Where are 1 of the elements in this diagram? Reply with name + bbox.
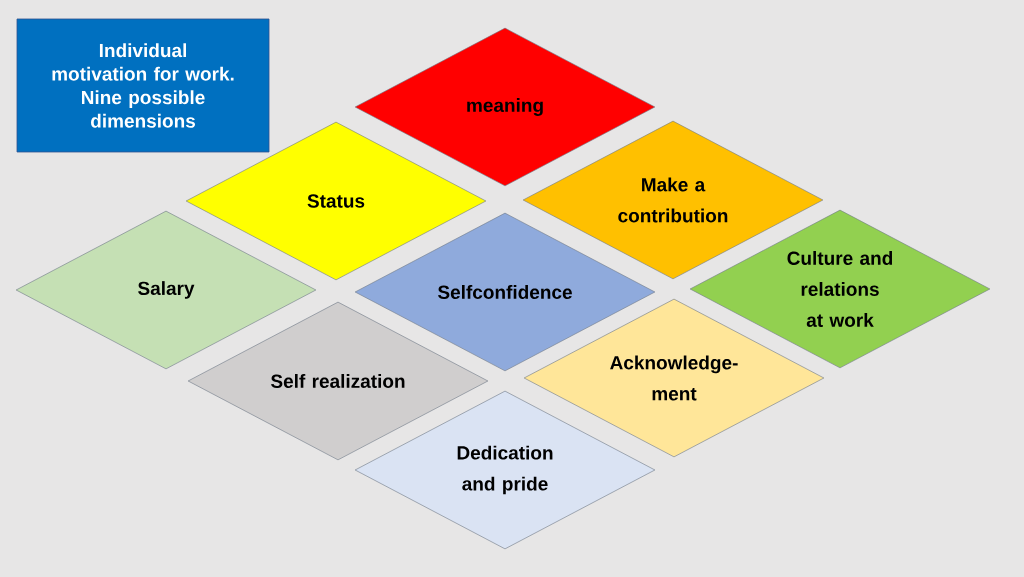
title-box: Individual motivation for work. Nine possible dimensions <box>16 18 270 153</box>
